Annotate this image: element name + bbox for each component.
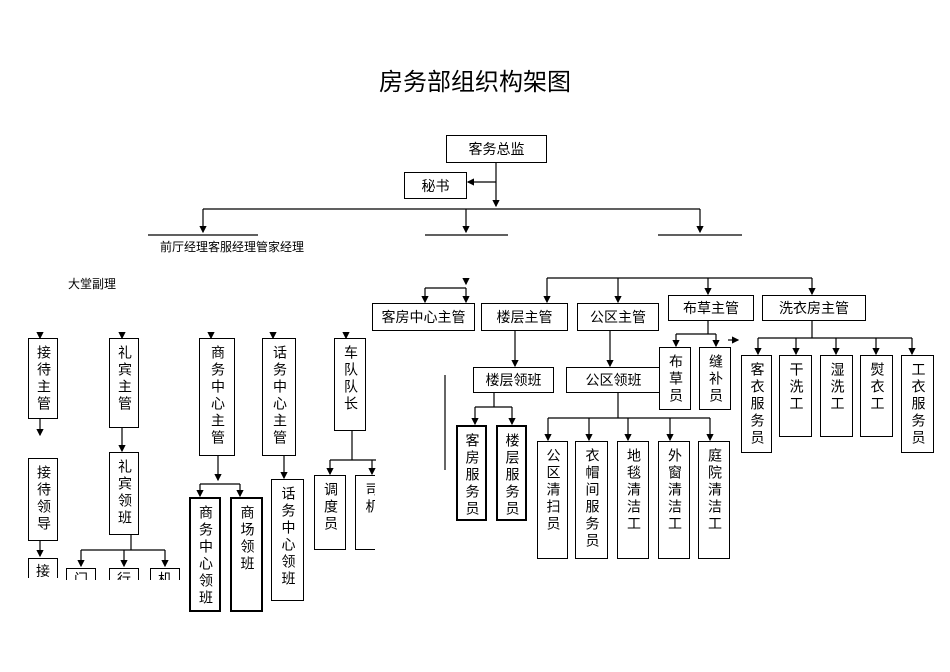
floor-lead-box: 楼层领班 [473,367,554,393]
window-cleaner-box: 外窗清洁工 [658,441,690,559]
carpet-cleaner-box: 地毯清洁工 [617,441,649,559]
managers-row-label: 前厅经理客服经理管家经理 [160,240,305,254]
concierge-lead-box: 礼宾领班 [109,452,139,535]
secretary-box: 秘书 [404,172,467,199]
dry-clean-box: 干洗工 [779,355,812,437]
guest-center-supervisor-box: 客房中心主管 [372,303,475,331]
public-cleaner-box: 公区清扫员 [537,441,568,559]
business-center-lead-box: 商务中心领班 [189,497,221,612]
wet-clean-box: 湿洗工 [820,355,853,437]
linen-staff-box: 布草员 [659,347,691,410]
lobby-assistant-label: 大堂副理 [68,277,117,291]
concierge-sub-box-2: 行 [109,568,139,580]
reception-lead-box: 接待领导 [28,458,58,541]
director-label: 客务总监 [468,142,525,158]
mall-lead-box: 商场领班 [230,497,263,612]
fleet-captain-box: 车队队长 [334,338,366,431]
concierge-supervisor-box: 礼宾主管 [109,338,139,428]
guest-laundry-box: 客衣服务员 [741,355,772,453]
dispatcher-box: 调度员 [314,475,346,550]
floor-attendant-box: 楼层服务员 [496,425,527,521]
garden-cleaner-box: 庭院清洁工 [698,441,730,559]
public-area-lead-box: 公区领班 [566,367,661,393]
ironing-box: 熨衣工 [860,355,893,437]
linen-supervisor-box: 布草主管 [668,295,754,321]
driver-box: 司机 [355,475,375,550]
page-title: 房务部组织构架图 [379,68,571,96]
phone-center-supervisor-box: 话务中心主管 [262,338,296,456]
phone-center-lead-box: 话务中心领班 [271,479,304,601]
business-center-supervisor-box: 商务中心主管 [199,338,235,456]
laundry-supervisor-box: 洗衣房主管 [762,295,866,321]
driver-box-clip: 司机 [355,475,375,550]
public-area-supervisor-box: 公区主管 [577,303,659,331]
uniform-box: 工衣服务员 [901,355,934,453]
floor-supervisor-box: 楼层主管 [481,303,568,331]
reception-staff-box: 接 [28,558,58,578]
concierge-sub-box-3: 机 [150,568,180,580]
director-box: 客务总监 [446,135,547,163]
seamstress-box: 缝补员 [699,347,731,410]
concierge-sub-box-1: 门 [66,568,96,580]
reception-supervisor-box: 接待主管 [28,338,58,419]
cloakroom-attendant-box: 衣帽间服务员 [575,441,608,559]
room-attendant-box: 客房服务员 [456,425,487,521]
secretary-label: 秘书 [421,178,450,195]
